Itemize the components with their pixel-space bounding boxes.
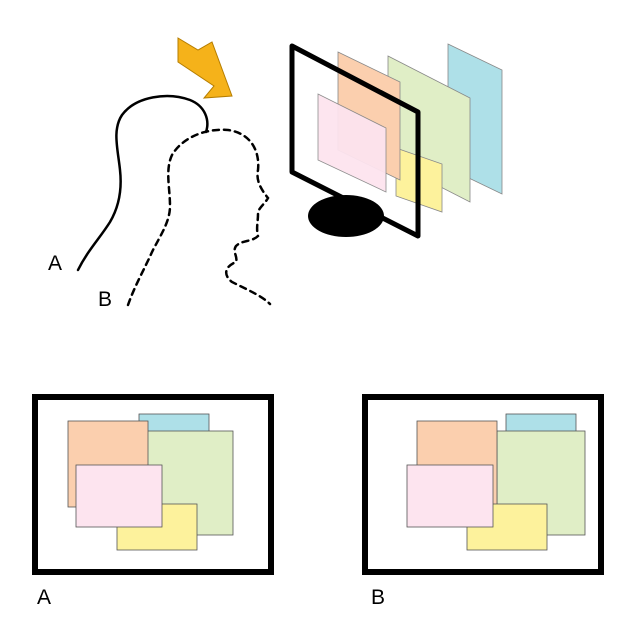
view-a-pink	[75, 464, 163, 528]
view-a-label: A	[37, 586, 51, 609]
plane-pink	[317, 93, 387, 193]
head-a-label: A	[48, 252, 62, 275]
view-b	[362, 394, 604, 575]
head-b-silhouette	[126, 128, 272, 307]
monitor-icon	[289, 43, 421, 239]
monitor-frame	[289, 43, 421, 239]
head-b-label: B	[98, 288, 112, 311]
view-b-pink	[406, 464, 494, 528]
monitor-stand	[308, 195, 384, 237]
head-a-silhouette	[76, 94, 209, 272]
arrow-icon	[177, 37, 233, 99]
view-b-label: B	[371, 586, 385, 609]
viewpoint-arrow	[177, 37, 233, 99]
view-a	[32, 394, 274, 575]
